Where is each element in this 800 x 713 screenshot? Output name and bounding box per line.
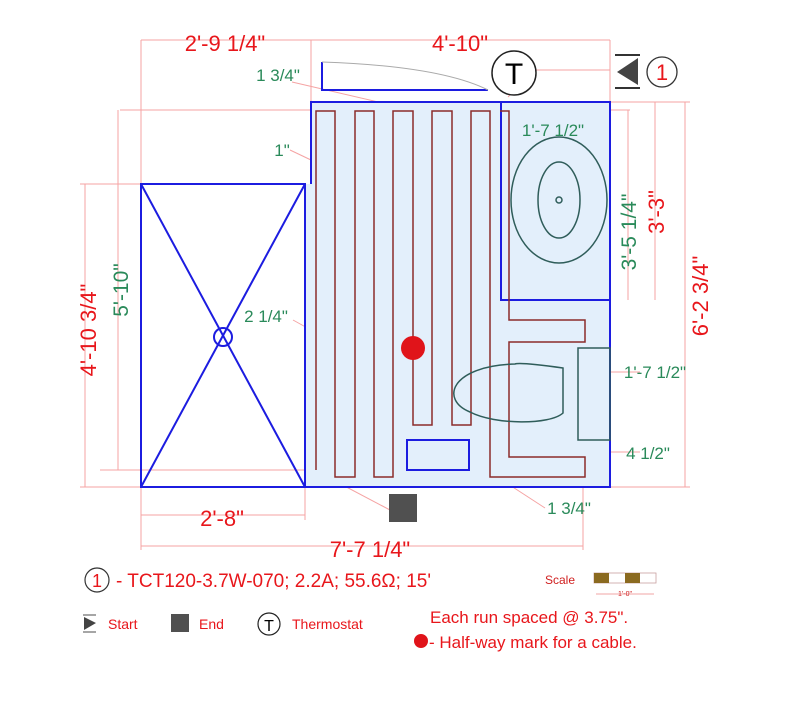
room-walls — [305, 101, 611, 488]
dim-vanity-width: 1'-7 1/2" — [522, 121, 584, 140]
halfway-note: - Half-way mark for a cable. — [429, 633, 637, 652]
scale-label: Scale — [545, 573, 575, 587]
dim-toilet-width: 1'-7 1/2" — [624, 363, 686, 382]
toilet — [453, 347, 611, 441]
dim-toilet-gap: 4 1/2" — [626, 444, 670, 463]
dim-shower-outer: 4'-10 3/4" — [76, 284, 101, 377]
dim-shower-width: 2'-8" — [200, 506, 244, 531]
dim-top-left: 2'-9 1/4" — [185, 31, 266, 56]
svg-text:1'-0": 1'-0" — [618, 591, 632, 598]
floor-vent — [406, 439, 470, 471]
dim-vanity-depth: 3'-5 1/4" — [618, 194, 641, 271]
end-marker — [389, 494, 417, 522]
vanity — [500, 102, 610, 301]
dim-gap-left: 1" — [274, 141, 290, 160]
scale-bar: 1'-0" — [593, 572, 657, 598]
legend: 1 - TCT120-3.7W-070; 2.2A; 55.6Ω; 15' Sc… — [83, 567, 657, 652]
dim-bottom-gap: 1 3/4" — [547, 499, 591, 518]
svg-text:1: 1 — [92, 571, 102, 591]
end-legend: End — [171, 614, 224, 632]
half-way-mark — [401, 336, 425, 360]
spacing-note: Each run spaced @ 3.75". — [430, 608, 628, 627]
dim-room-height: 6'-2 3/4" — [688, 256, 713, 337]
shower — [140, 183, 306, 488]
svg-text:Start: Start — [108, 616, 138, 632]
svg-text:End: End — [199, 616, 224, 632]
shower-drain — [213, 327, 233, 347]
heated-floor-area — [305, 102, 610, 487]
start-marker: 1 — [615, 54, 678, 89]
dim-total-width: 7'-7 1/4" — [330, 537, 411, 562]
thermostat-marker: T — [491, 50, 537, 96]
svg-text:Thermostat: Thermostat — [292, 616, 363, 632]
dim-top-right: 4'-10" — [432, 31, 488, 56]
door-arc — [321, 61, 489, 91]
svg-text:1: 1 — [656, 60, 668, 85]
heating-cable — [315, 110, 586, 478]
dim-gap-top: 1 3/4" — [256, 66, 300, 85]
start-legend: Start — [83, 614, 138, 633]
svg-text:T: T — [505, 58, 523, 91]
thermostat-legend: T Thermostat — [257, 612, 363, 636]
cable-spec: - TCT120-3.7W-070; 2.2A; 55.6Ω; 15' — [116, 571, 431, 592]
svg-text:T: T — [264, 618, 274, 635]
dim-shower-inner: 5'-10" — [110, 263, 133, 317]
dim-vanity-total: 3'-3" — [644, 190, 669, 234]
door-swing — [321, 62, 488, 91]
dim-shower-gap: 2 1/4" — [244, 307, 288, 326]
